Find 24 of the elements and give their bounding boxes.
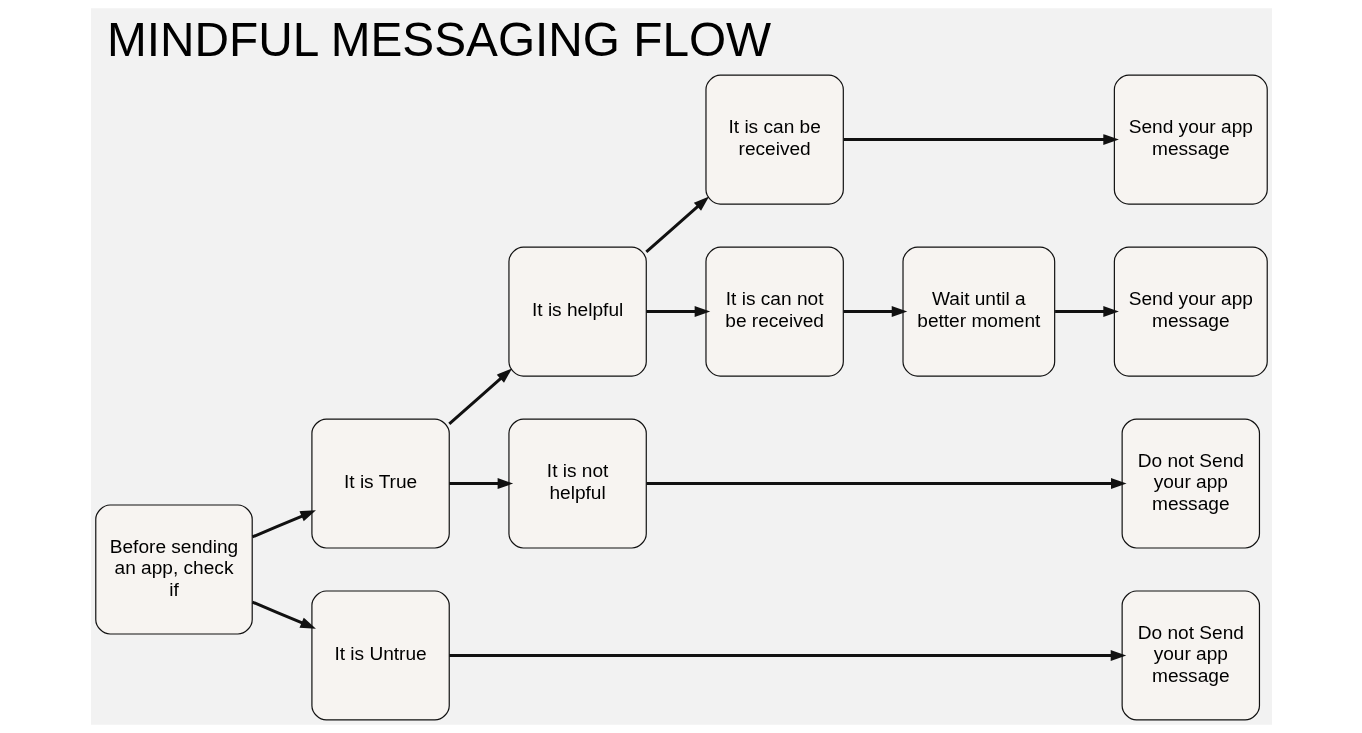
arrow (251, 510, 316, 539)
arrow (645, 306, 710, 317)
node-box: It is helpful (507, 246, 647, 377)
node-box: Do not Send your app message (1121, 418, 1260, 549)
node-box: Wait until a better moment (901, 246, 1055, 377)
node-box: Send your app message (1113, 74, 1268, 205)
diagram-title: MINDFUL MESSAGING FLOW (106, 13, 771, 67)
node-box: It is True (310, 418, 450, 549)
arrow (251, 600, 316, 629)
arrow (644, 196, 709, 254)
arrow (448, 478, 513, 489)
node-box: It is can be received (704, 74, 844, 205)
node-box: It is Untrue (310, 590, 450, 721)
node-box: Send your app message (1113, 246, 1268, 377)
arrow (646, 478, 1127, 489)
arrow (447, 368, 512, 425)
arrow (843, 306, 907, 317)
node-box: It is can not be received (704, 246, 844, 377)
arrow (1054, 306, 1119, 317)
arrow (448, 650, 1126, 661)
node-box: Do not Send your app message (1121, 590, 1260, 721)
node-box: It is not helpful (507, 418, 647, 549)
arrow (843, 134, 1119, 146)
node-box: Before sending an app, check if (94, 504, 253, 635)
